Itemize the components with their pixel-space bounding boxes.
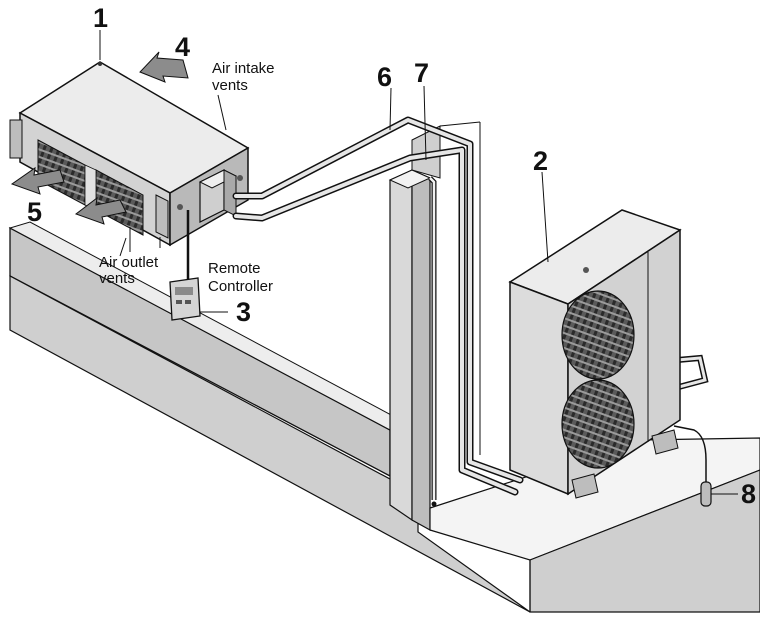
- air-outlet-label-line1: Air outlet: [99, 254, 159, 271]
- outdoor-unit-foot-left: [571, 473, 599, 499]
- remote-label-line2: Controller: [208, 278, 273, 295]
- callout-8: 8: [741, 479, 756, 509]
- drain-hose: [673, 425, 738, 507]
- callout-2: 2: [533, 146, 548, 176]
- air-outlet-label-line2: vents: [99, 270, 135, 287]
- callout-3: 3: [236, 297, 251, 327]
- wall-column-side: [411, 169, 431, 532]
- callout-5: 5: [27, 197, 42, 227]
- refrigerant-piping: [232, 116, 524, 496]
- air-intake-label-line1: Air intake: [212, 60, 275, 77]
- remote-label-line1: Remote: [208, 260, 261, 277]
- wall-column-front: [389, 169, 413, 522]
- remote-controller: [169, 210, 228, 321]
- callout-leaders: [99, 30, 549, 263]
- indoor-unit-flange-left: [9, 119, 23, 159]
- callout-4: 4: [175, 32, 190, 62]
- air-outlet-arrow-right: [74, 196, 127, 225]
- fan-grille-lower: [561, 379, 635, 469]
- fan-grille-upper: [561, 290, 635, 380]
- outdoor-unit-front: [509, 280, 569, 496]
- air-intake-arrow: [139, 51, 189, 83]
- indoor-unit-flange-right: [155, 194, 169, 239]
- remote-controller-body: [169, 277, 201, 321]
- outdoor-unit: [508, 209, 709, 499]
- callout-1: 1: [93, 3, 108, 33]
- foundation-face: [9, 274, 531, 613]
- air-outlet-arrow-left: [10, 166, 65, 195]
- callout-6: 6: [377, 62, 392, 92]
- callout-7: 7: [414, 58, 429, 88]
- drain-pipe: [428, 176, 437, 507]
- outdoor-unit-foot-right: [651, 429, 679, 455]
- indoor-unit: [9, 61, 250, 252]
- air-intake-label-line2: vents: [212, 77, 248, 94]
